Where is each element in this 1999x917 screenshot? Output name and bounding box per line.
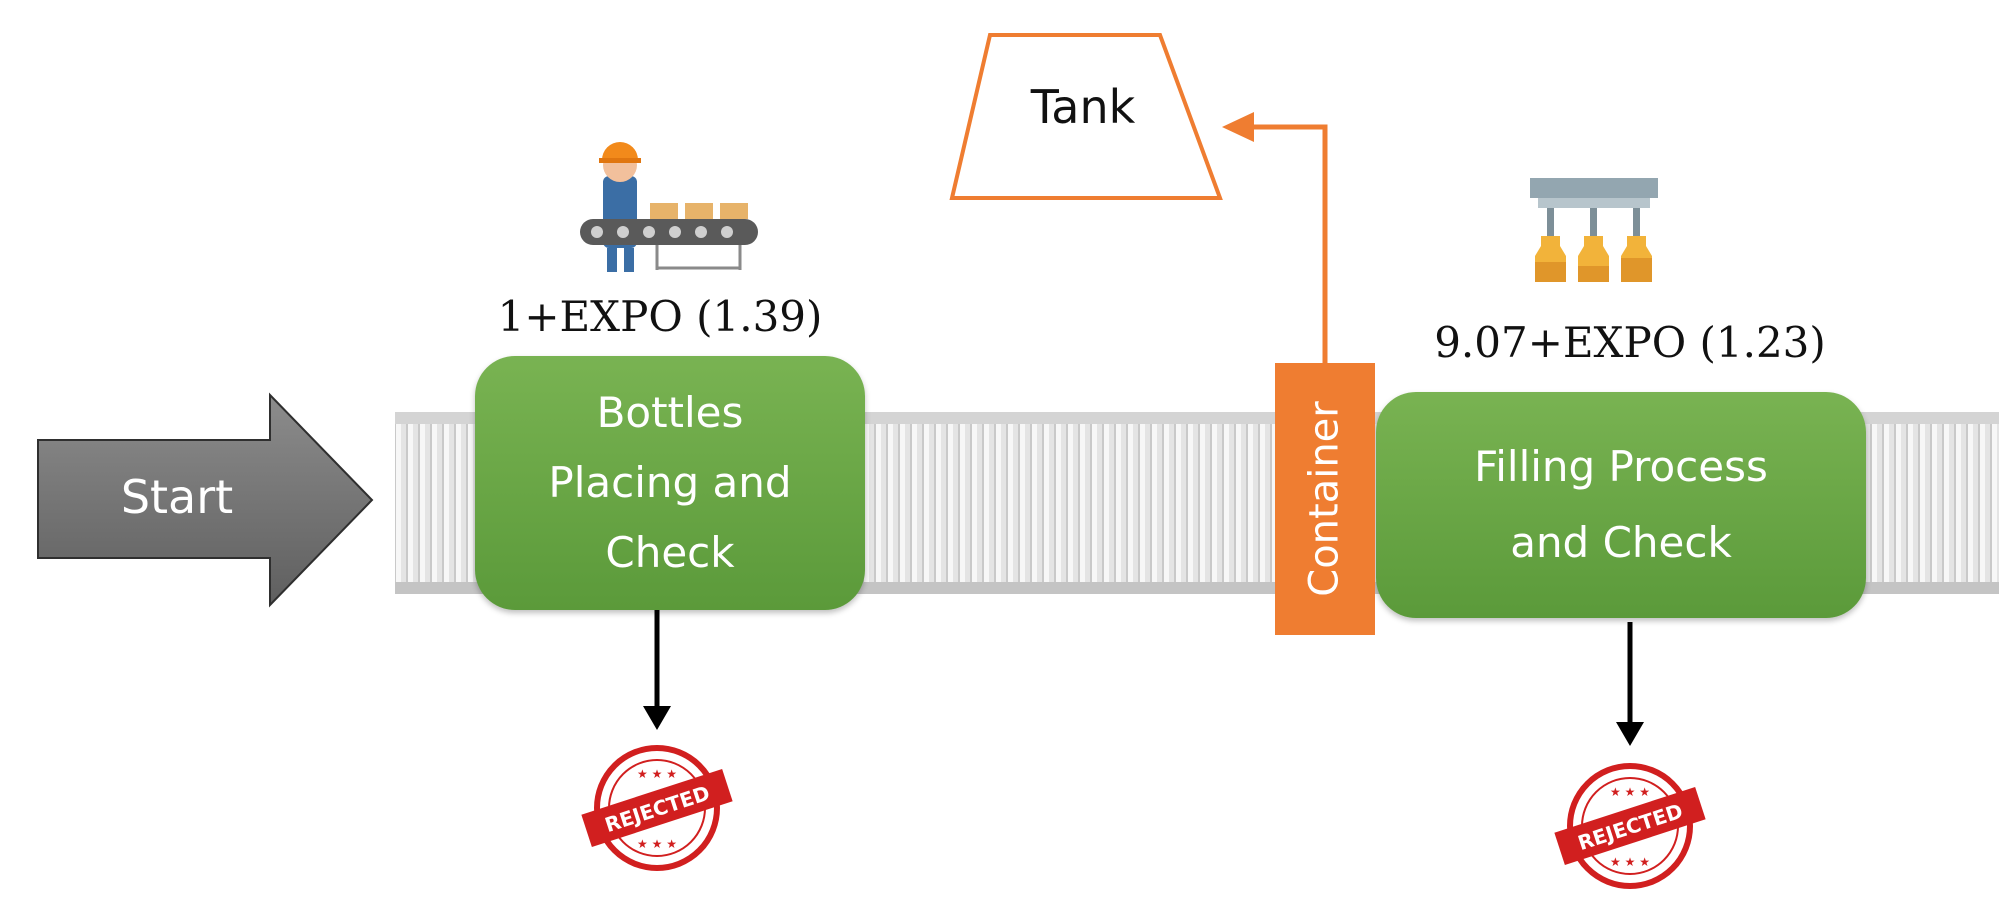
distribution-label-filling: 9.07+EXPO (1.23) — [1434, 318, 1826, 367]
tank-label: Tank — [1030, 80, 1136, 134]
svg-text:★ ★ ★: ★ ★ ★ — [1610, 855, 1650, 869]
step-bottles-label: Bottles Placing and Check — [548, 388, 792, 577]
reject-arrowhead-2 — [1616, 722, 1644, 746]
orange-arrowhead — [1222, 112, 1254, 142]
container-label: Container — [1302, 401, 1348, 597]
svg-text:★ ★ ★: ★ ★ ★ — [637, 767, 677, 781]
step-bottles-placing: Bottles Placing and Check — [475, 356, 865, 610]
filling-machine-icon — [1530, 178, 1658, 282]
svg-text:★ ★ ★: ★ ★ ★ — [637, 837, 677, 851]
container-to-tank-arrow — [1250, 124, 1328, 363]
step-filling-label: Filling Process and Check — [1474, 442, 1768, 567]
tank-shape — [949, 33, 1223, 200]
start-arrow — [37, 392, 374, 608]
svg-text:★ ★ ★: ★ ★ ★ — [1610, 785, 1650, 799]
reject-arrowhead-1 — [643, 706, 671, 730]
rejected-stamp-icon: ★ ★ ★ ★ ★ ★ REJECTED — [1554, 763, 1706, 889]
step-filling-process: Filling Process and Check — [1376, 392, 1866, 618]
worker-conveyor-icon — [580, 142, 758, 272]
container-block: Container — [1275, 363, 1375, 635]
distribution-label-bottles: 1+EXPO (1.39) — [497, 292, 823, 341]
rejected-stamp-icon: ★ ★ ★ ★ ★ ★ REJECTED — [581, 745, 733, 871]
start-label: Start — [120, 470, 234, 524]
